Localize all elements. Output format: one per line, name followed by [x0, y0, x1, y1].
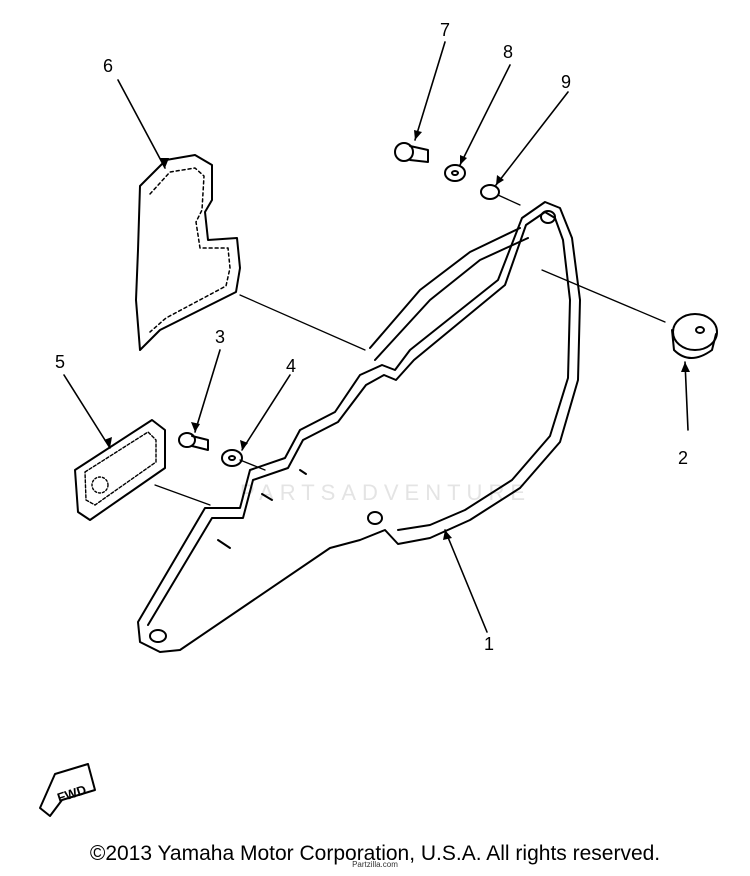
arrowhead-6: [160, 158, 169, 168]
callout-6: 6: [103, 56, 113, 76]
callout-9: 9: [561, 72, 571, 92]
arrowhead-3: [191, 422, 200, 432]
callout-4: 4: [286, 356, 296, 376]
callout-2: 2: [678, 448, 688, 468]
arrowhead-1: [443, 530, 452, 540]
fwd-label: FWD: [55, 782, 88, 805]
washer-8-part: [444, 164, 466, 182]
arrowhead-5: [104, 437, 112, 448]
pad-part: [74, 419, 166, 521]
chain-case-part: [137, 201, 581, 653]
arrowhead-9: [496, 175, 504, 185]
bolt-7-part: [394, 142, 429, 163]
fwd-arrow-icon: [39, 763, 96, 817]
grommet-part: [671, 313, 718, 359]
copyright-notice: ©2013 Yamaha Motor Corporation, U.S.A. A…: [89, 842, 661, 865]
callout-1: 1: [484, 634, 494, 654]
bolt-3-part: [178, 432, 209, 451]
arrowhead-8: [460, 155, 467, 165]
guard-plate-part: [135, 154, 241, 351]
callout-3: 3: [215, 327, 225, 347]
callout-leaders: [63, 41, 689, 633]
arrowhead-7: [414, 130, 422, 140]
callout-7: 7: [440, 20, 450, 40]
credit-text: Partzilla.com: [352, 860, 398, 869]
arrowhead-4: [240, 440, 248, 450]
arrowhead-2: [681, 362, 690, 372]
assembly-lines: [154, 194, 666, 506]
washer-4-part: [221, 449, 243, 467]
washer-9-part: [480, 184, 500, 200]
callout-5: 5: [55, 352, 65, 372]
callout-8: 8: [503, 42, 513, 62]
